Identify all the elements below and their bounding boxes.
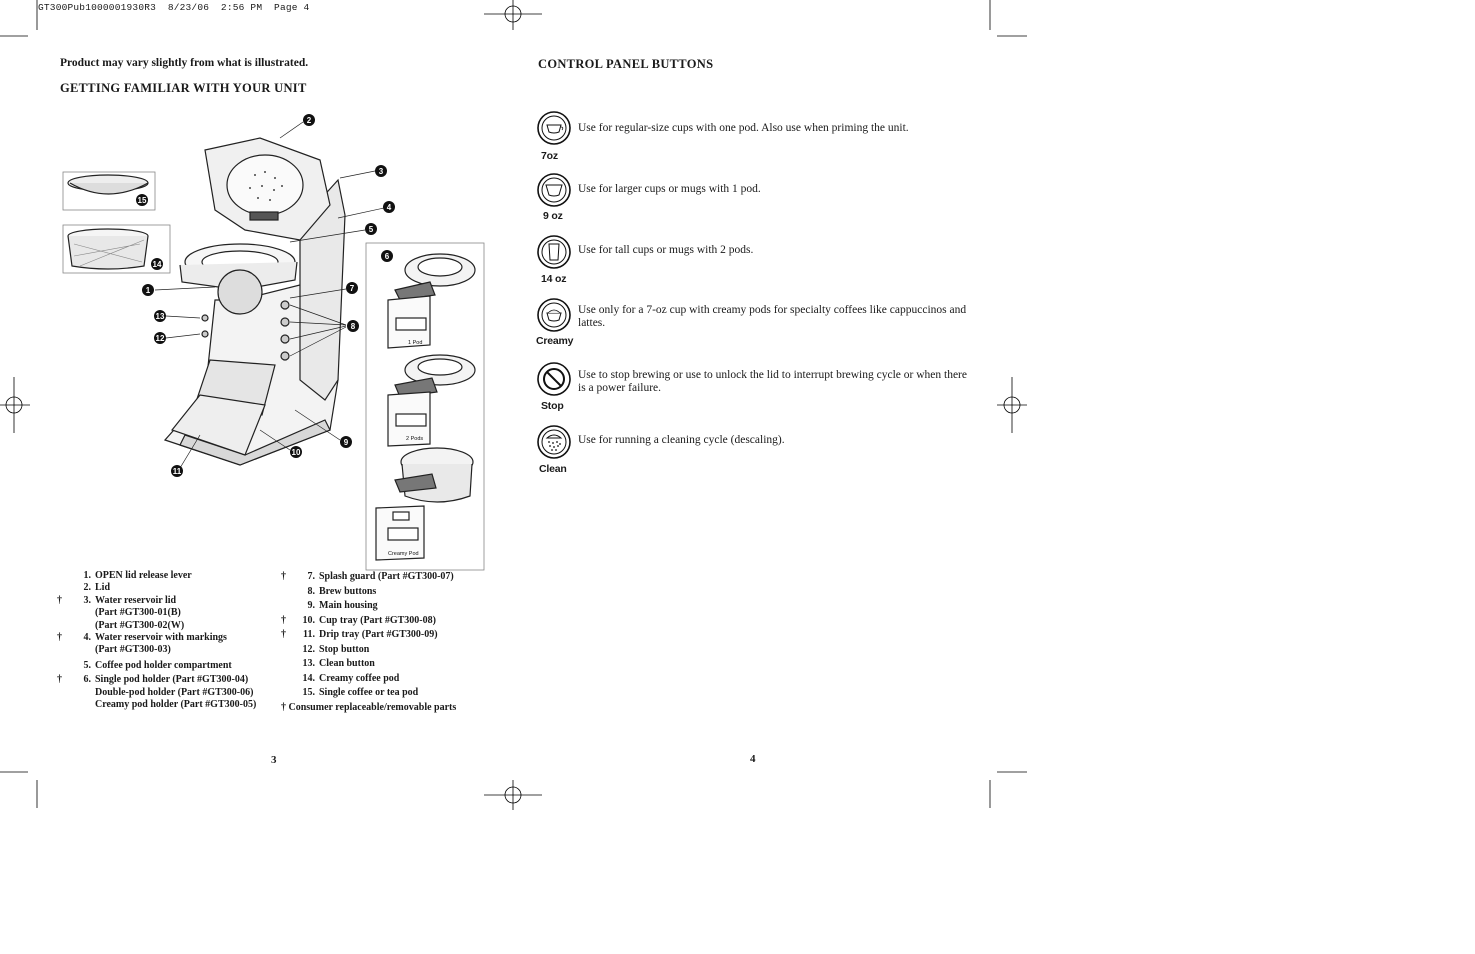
callout-15: 15 xyxy=(138,196,147,205)
page-number-right: 4 xyxy=(750,753,756,765)
callout-5: 5 xyxy=(369,225,374,234)
part-9: Main housing xyxy=(319,600,378,611)
callout-12: 12 xyxy=(156,334,165,343)
btn-desc-clean: Use for running a cleaning cycle (descal… xyxy=(578,434,785,446)
page-number-left: 3 xyxy=(271,754,277,766)
part-8: Brew buttons xyxy=(319,585,377,597)
control-panel-heading: CONTROL PANEL BUTTONS xyxy=(538,57,714,71)
btn-label-7oz: 7oz xyxy=(541,150,558,162)
btn-label-creamy: Creamy xyxy=(536,335,574,347)
btn-label-14oz: 14 oz xyxy=(541,273,567,285)
large-cup-icon xyxy=(537,173,571,207)
btn-label-9oz: 9 oz xyxy=(543,210,563,222)
callout-11: 11 xyxy=(173,467,182,476)
part-10: Cup tray (Part #GT300-08) xyxy=(319,614,436,626)
part-14: Creamy coffee pod xyxy=(319,672,400,684)
btn-label-stop: Stop xyxy=(541,400,564,412)
callout-13: 13 xyxy=(156,312,165,321)
cup-icon xyxy=(537,111,571,145)
part-6: Single pod holder (Part #GT300-04) xyxy=(95,674,249,686)
part-2: Lid xyxy=(95,582,111,594)
callout-8: 8 xyxy=(351,322,356,331)
pod-label-3: Creamy Pod xyxy=(388,551,419,557)
btn-desc-9oz: Use for larger cups or mugs with 1 pod. xyxy=(578,183,761,195)
part-1: OPEN lid release lever xyxy=(95,570,192,581)
btn-desc-stop: Use to stop brewing or use to unlock the… xyxy=(578,369,967,394)
part-12: Stop button xyxy=(319,643,370,655)
tall-cup-icon xyxy=(537,235,571,269)
pod-label-2: 2 Pods xyxy=(406,436,423,442)
print-slug: GT300Pub1000001930R3 8/23/06 2:56 PM Pag… xyxy=(38,2,310,13)
creamy-cup-icon xyxy=(537,298,571,332)
pod-label-1: 1 Pod xyxy=(408,340,422,346)
callout-6: 6 xyxy=(385,252,390,261)
illustration-note: Product may vary slightly from what is i… xyxy=(60,57,309,69)
callout-7: 7 xyxy=(350,284,355,293)
part-13: Clean button xyxy=(319,658,375,669)
parts-list-col1: 1.OPEN lid release lever 2.Lid †3.Water … xyxy=(57,570,257,711)
callout-9: 9 xyxy=(344,438,349,447)
footnote: † Consumer replaceable/removable parts xyxy=(281,701,457,713)
callout-10: 10 xyxy=(292,448,301,457)
part-15: Single coffee or tea pod xyxy=(319,687,419,698)
callout-badges: 1 2 3 4 5 6 7 8 9 10 11 12 13 14 15 xyxy=(136,114,395,477)
clean-shower-icon xyxy=(537,425,571,459)
callout-3: 3 xyxy=(379,167,384,176)
getting-familiar-heading: GETTING FAMILIAR WITH YOUR UNIT xyxy=(60,81,307,95)
part-5: Coffee pod holder compartment xyxy=(95,659,232,671)
btn-desc-creamy: Use only for a 7-oz cup with creamy pods… xyxy=(578,304,967,329)
callout-14: 14 xyxy=(153,260,162,269)
coffee-maker-diagram: 1 2 3 4 5 6 7 8 9 10 11 12 13 14 15 1 Po… xyxy=(62,114,485,571)
btn-desc-14oz: Use for tall cups or mugs with 2 pods. xyxy=(578,244,754,256)
callout-4: 4 xyxy=(387,203,392,212)
stop-icon xyxy=(537,362,571,396)
btn-desc-7oz: Use for regular-size cups with one pod. … xyxy=(578,122,909,134)
part-4: Water reservoir with markings xyxy=(95,632,227,644)
part-3: Water reservoir lid xyxy=(95,594,177,606)
callout-1: 1 xyxy=(146,286,151,295)
callout-2: 2 xyxy=(307,116,312,125)
part-11: Drip tray (Part #GT300-09) xyxy=(319,629,438,640)
btn-label-clean: Clean xyxy=(539,463,567,475)
parts-list-col2: †7.Splash guard (Part #GT300-07) 8.Brew … xyxy=(281,570,501,715)
part-7: Splash guard (Part #GT300-07) xyxy=(319,571,454,582)
